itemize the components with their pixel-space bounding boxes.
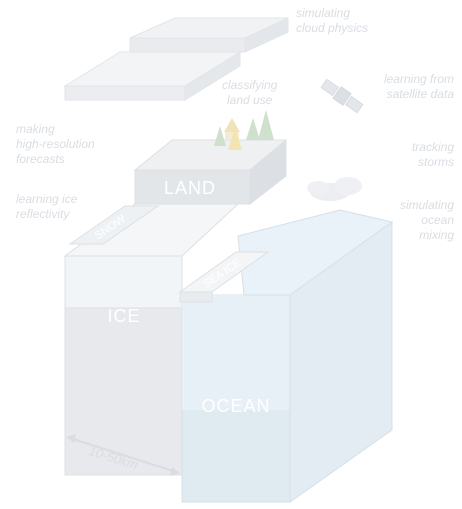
ocean-label: OCEAN — [201, 396, 270, 416]
land-label: LAND — [164, 178, 216, 198]
house-icon — [224, 118, 240, 132]
annotation-ocean-mixing: simulating ocean mixing — [399, 198, 454, 242]
scale-arrow — [66, 434, 180, 476]
annotation-satellite-data: learning from satellite data — [383, 72, 454, 101]
annotation-cloud-physics: simulating cloud physics — [296, 6, 369, 35]
annotation-land-use: classifying land use — [222, 78, 278, 107]
cloud-layer — [63, 17, 289, 101]
annotation-forecasts: making high-resolution forecasts — [16, 122, 95, 166]
earth-column — [63, 110, 394, 503]
ice-label: ICE — [107, 306, 140, 326]
storm-cloud-icon — [307, 177, 362, 201]
snow-slab — [68, 205, 160, 245]
sun-ray-icon — [228, 128, 242, 150]
trees-icon — [214, 110, 274, 146]
satellite-icon — [320, 78, 364, 114]
annotation-ice-reflectivity: learning ice reflectivity — [16, 192, 78, 221]
annotation-storms: tracking storms — [411, 140, 454, 169]
